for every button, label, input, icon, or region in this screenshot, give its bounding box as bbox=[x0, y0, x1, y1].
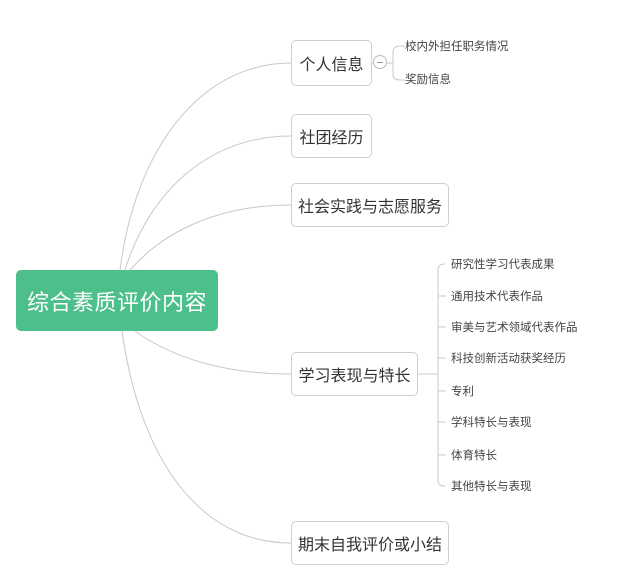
leaf-node[interactable]: 专利 bbox=[451, 384, 474, 398]
root-node[interactable]: 综合素质评价内容 bbox=[16, 270, 218, 331]
branch-label: 个人信息 bbox=[299, 55, 364, 74]
branch-label: 社会实践与志愿服务 bbox=[297, 197, 442, 216]
leaf-node[interactable]: 审美与艺术领域代表作品 bbox=[451, 320, 578, 334]
leaf-node[interactable]: 其他特长与表现 bbox=[451, 479, 532, 493]
leaf-node[interactable]: 学科特长与表现 bbox=[451, 415, 532, 429]
branch-label: 学习表现与特长 bbox=[298, 366, 411, 385]
branch-node-self-evaluation[interactable]: 期末自我评价或小结 bbox=[291, 521, 449, 565]
leaf-node[interactable]: 奖励信息 bbox=[405, 72, 451, 86]
root-label: 综合素质评价内容 bbox=[26, 290, 207, 316]
leaf-node[interactable]: 体育特长 bbox=[451, 448, 497, 462]
branch-label: 社团经历 bbox=[299, 128, 364, 147]
leaf-node[interactable]: 校内外担任职务情况 bbox=[405, 39, 509, 53]
leaf-node[interactable]: 科技创新活动获奖经历 bbox=[451, 351, 566, 365]
branch-label: 期末自我评价或小结 bbox=[297, 535, 442, 554]
collapse-toggle-icon[interactable] bbox=[373, 55, 387, 69]
branch-node-social-practice[interactable]: 社会实践与志愿服务 bbox=[291, 183, 449, 227]
branch-node-personal-info[interactable]: 个人信息 bbox=[291, 40, 372, 86]
leaf-node[interactable]: 通用技术代表作品 bbox=[451, 289, 543, 303]
leaf-node[interactable]: 研究性学习代表成果 bbox=[451, 257, 555, 271]
branch-node-club-experience[interactable]: 社团经历 bbox=[291, 114, 372, 158]
branch-node-academic-performance[interactable]: 学习表现与特长 bbox=[291, 352, 418, 396]
